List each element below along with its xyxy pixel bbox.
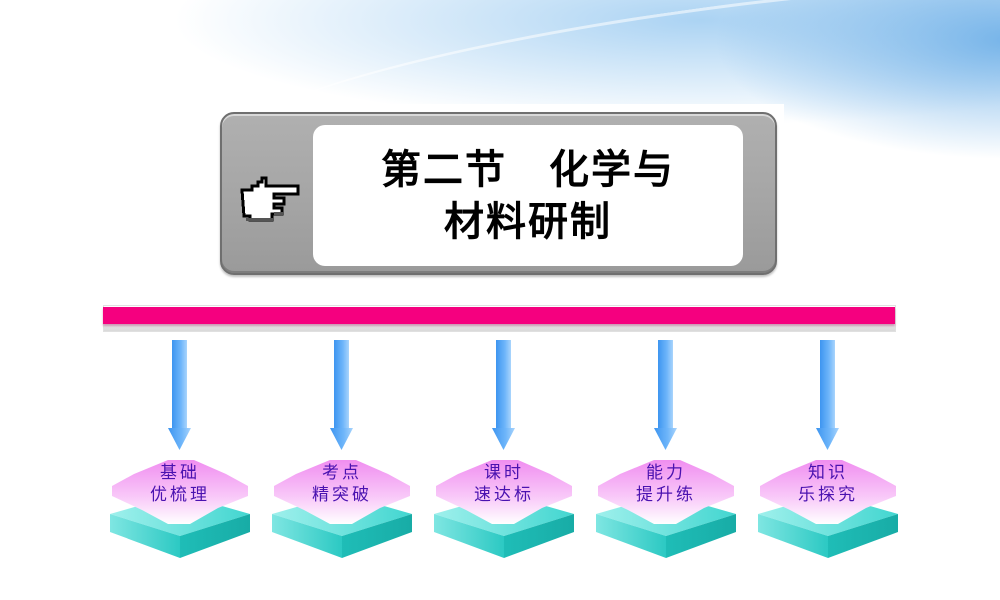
section-tile-basics[interactable]: 基础 优梳理 [108,456,252,560]
title-line-2: 材料研制 [444,198,612,245]
section-tile-ability[interactable]: 能力 提升练 [594,456,738,560]
tile-label-line-2: 速达标 [474,485,534,505]
down-arrow-icon [168,340,191,450]
tile-label-line-1: 课时 [484,463,524,483]
tile-label-line-1: 考点 [322,463,362,483]
tile-label-line-2: 乐探究 [798,485,858,505]
title-line-1: 第二节 化学与 [381,146,675,193]
tile-label-line-2: 优梳理 [150,485,210,505]
tile-label-line-1: 能力 [646,463,686,483]
title-card: 第二节 化学与 材料研制 [313,125,743,266]
down-arrow-icon [816,340,839,450]
section-tile-knowledge[interactable]: 知识 乐探究 [756,456,900,560]
section-tile-lesson-practice[interactable]: 课时 速达标 [432,456,576,560]
pointing-hand-icon [240,176,300,222]
down-arrow-icon [492,340,515,450]
down-arrow-icon [654,340,677,450]
tile-label-line-2: 提升练 [636,485,696,505]
tile-label-line-1: 知识 [808,463,848,483]
tile-label-line-1: 基础 [160,463,200,483]
section-tile-key-points[interactable]: 考点 精突破 [270,456,414,560]
down-arrow-icon [330,340,353,450]
tile-label-line-2: 精突破 [312,485,372,505]
timeline-bar [103,307,895,324]
